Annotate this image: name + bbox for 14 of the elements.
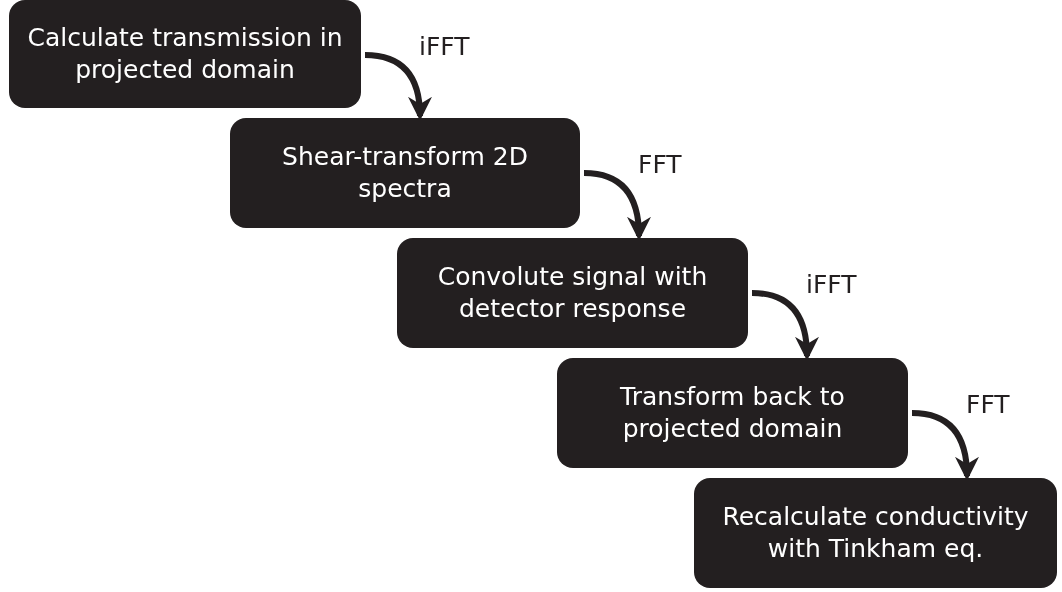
step-text: Transform back to projected domain <box>619 380 846 445</box>
process-box <box>230 118 580 228</box>
step-text: Calculate transmission in projected domain <box>26 21 344 86</box>
process-box <box>557 358 908 468</box>
process-box <box>9 0 361 108</box>
curved-arrow <box>751 290 819 361</box>
curved-arrow <box>364 52 432 121</box>
step-text: Shear-transform 2D spectra <box>281 140 529 205</box>
step-text: Convolute signal with detector response <box>436 260 709 325</box>
curved-arrow <box>583 170 651 241</box>
process-box <box>694 478 1057 588</box>
curved-arrow <box>911 410 979 481</box>
process-box <box>397 238 748 348</box>
step-text: Recalculate conductivity with Tinkham eq. <box>721 500 1030 565</box>
